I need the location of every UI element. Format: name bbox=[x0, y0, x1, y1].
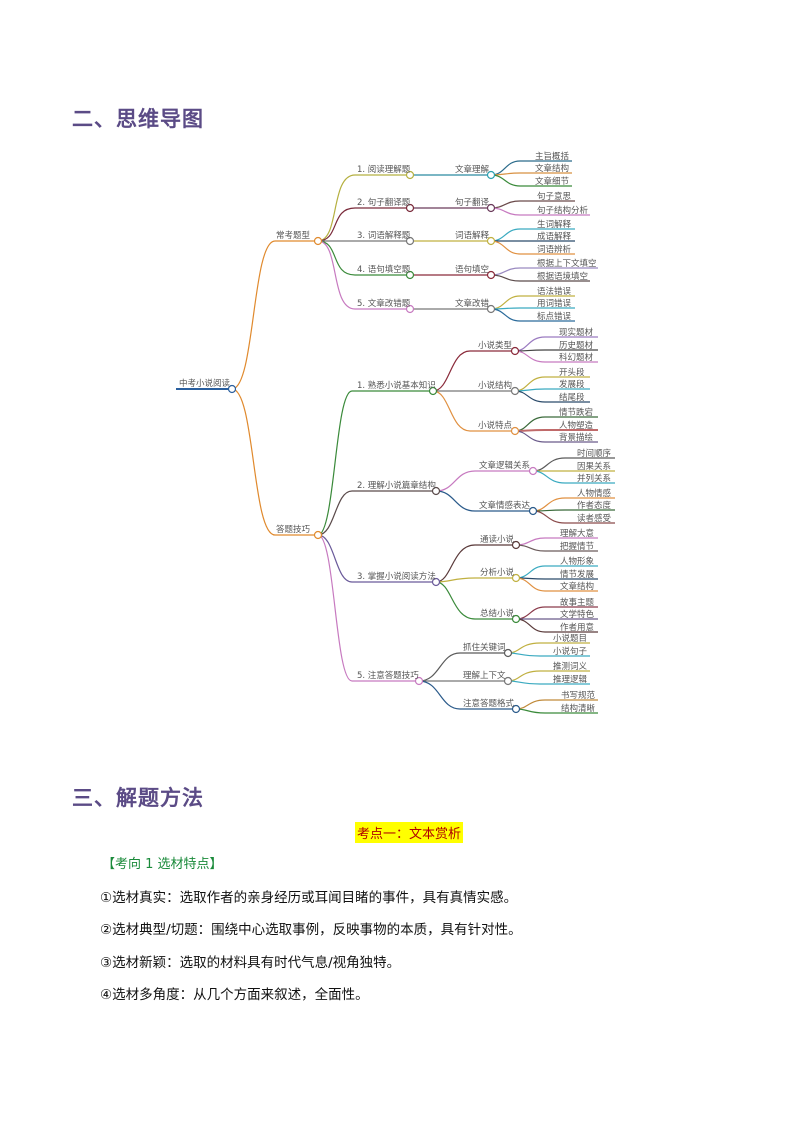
mindmap-leaf: 时间顺序 bbox=[577, 448, 612, 459]
mindmap-node: 语句填空 bbox=[455, 264, 489, 275]
mindmap-node: 小说特点 bbox=[478, 420, 513, 431]
method-item: ③选材新颖：选取的材料具有时代气息/视角独特。 bbox=[100, 955, 401, 971]
mindmap-leaf: 用词错误 bbox=[537, 298, 572, 309]
mindmap-node: 分析小说 bbox=[480, 567, 515, 578]
mindmap-leaf: 标点错误 bbox=[537, 311, 572, 322]
mindmap-node: 小说类型 bbox=[478, 340, 513, 351]
mindmap-leaf: 词语辨析 bbox=[537, 244, 572, 255]
mindmap-leaf: 作者态度 bbox=[577, 500, 612, 511]
mindmap-leaf: 因果关系 bbox=[577, 461, 611, 472]
mindmap-node: 1. 熟悉小说基本知识 bbox=[357, 380, 436, 391]
mindmap-leaf: 语法错误 bbox=[537, 286, 572, 297]
mindmap-node: 5. 文章改错题 bbox=[357, 298, 411, 309]
mindmap-leaf: 人物塑造 bbox=[559, 420, 594, 431]
mindmap-leaf: 书写规范 bbox=[561, 690, 596, 701]
mindmap-leaf: 开头段 bbox=[559, 367, 585, 378]
section-title-methods: 三、解题方法 bbox=[72, 786, 204, 810]
mindmap-leaf: 故事主题 bbox=[560, 597, 595, 608]
mindmap-leaf: 作者用意 bbox=[560, 622, 594, 633]
mindmap-leaf: 文章结构 bbox=[560, 581, 594, 592]
mindmap-node: 通读小说 bbox=[480, 534, 515, 545]
mindmap-leaf: 背景描绘 bbox=[559, 432, 594, 443]
method-item: ①选材真实：选取作者的亲身经历或耳闻目睹的事件，具有真情实感。 bbox=[100, 890, 518, 906]
mindmap-leaf: 文章结构 bbox=[535, 163, 569, 174]
mindmap-leaf: 结尾段 bbox=[559, 392, 585, 403]
mindmap-node: 词语解释 bbox=[455, 230, 490, 241]
mindmap-node: 文章情感表达 bbox=[479, 500, 531, 511]
mindmap-node: 抓住关键词 bbox=[463, 642, 506, 653]
method-item: ②选材典型/切题：围绕中心选取事例，反映事物的本质，具有针对性。 bbox=[100, 922, 522, 938]
mindmap-node: 文章理解 bbox=[455, 164, 490, 175]
mindmap-node: 2. 理解小说篇章结构 bbox=[357, 480, 436, 491]
mindmap-leaf: 根据语境填空 bbox=[537, 271, 588, 282]
mindmap-leaf: 主旨概括 bbox=[535, 151, 570, 162]
mindmap-leaf: 文学特色 bbox=[560, 609, 595, 620]
mindmap-leaf: 历史题材 bbox=[559, 340, 594, 351]
mindmap-node: 句子翻译 bbox=[455, 197, 490, 208]
mindmap-node: 文章逻辑关系 bbox=[479, 460, 530, 471]
mindmap-leaf: 句子结构分析 bbox=[537, 205, 589, 216]
mindmap-node: 3. 掌握小说阅读方法 bbox=[357, 571, 436, 582]
mindmap-node: 总结小说 bbox=[480, 608, 515, 619]
mindmap-leaf: 读者感受 bbox=[577, 513, 612, 524]
mindmap-leaf: 成语解释 bbox=[537, 231, 572, 242]
method-item: ④选材多角度：从几个方面来叙述，全面性。 bbox=[100, 987, 369, 1003]
kaodian-highlight: 考点一：文本赏析 bbox=[355, 822, 464, 843]
section-title-mindmap: 二、思维导图 bbox=[72, 107, 204, 131]
mindmap-node: 文章改错 bbox=[455, 298, 490, 309]
mindmap-branch-label: 答题技巧 bbox=[276, 524, 311, 535]
mindmap-leaf: 推理逻辑 bbox=[553, 674, 588, 685]
mindmap-node: 注意答题格式 bbox=[463, 698, 515, 709]
mindmap-leaf: 文章细节 bbox=[535, 176, 570, 187]
mindmap-leaf: 把握情节 bbox=[560, 541, 595, 552]
mindmap-leaf: 小说句子 bbox=[553, 646, 588, 657]
mind-map: 中考小说阅读 常考题型 答题技巧 1. 阅读理解题 2. 句子翻译题 3. 词语… bbox=[176, 151, 615, 714]
mindmap-node: 5. 注意答题技巧 bbox=[357, 670, 419, 681]
mindmap-leaf: 理解大意 bbox=[560, 528, 594, 539]
mindmap-leaf: 发展段 bbox=[559, 379, 585, 390]
mindmap-node: 4. 语句填空题 bbox=[357, 264, 411, 275]
mindmap-leaf: 根据上下文填空 bbox=[537, 258, 597, 269]
mindmap-leaf: 小说题目 bbox=[553, 633, 587, 644]
mindmap-node: 理解上下文 bbox=[463, 670, 506, 681]
mindmap-leaf: 科幻题材 bbox=[559, 352, 594, 363]
mindmap-leaf: 人物情感 bbox=[577, 488, 612, 499]
mindmap-leaf: 情节跌宕 bbox=[559, 407, 593, 418]
mindmap-leaf: 现实题材 bbox=[559, 327, 594, 338]
mindmap-leaf: 并列关系 bbox=[577, 473, 611, 484]
mindmap-leaf: 句子意思 bbox=[537, 191, 572, 202]
mindmap-leaf: 结构清晰 bbox=[561, 703, 596, 714]
mindmap-root: 中考小说阅读 bbox=[179, 378, 231, 389]
mindmap-node: 3. 词语解释题 bbox=[357, 230, 411, 241]
mindmap-leaf: 推测词义 bbox=[553, 661, 588, 672]
mindmap-node: 小说结构 bbox=[478, 380, 512, 391]
mindmap-leaf: 人物形象 bbox=[560, 556, 595, 567]
kaoxiang-heading: 【考向 1 选材特点】 bbox=[102, 857, 223, 872]
mindmap-node: 2. 句子翻译题 bbox=[357, 197, 411, 208]
mindmap-branch-label: 常考题型 bbox=[276, 230, 311, 241]
mindmap-leaf: 情节发展 bbox=[560, 569, 595, 580]
mindmap-node: 1. 阅读理解题 bbox=[357, 164, 411, 175]
mindmap-leaf: 生词解释 bbox=[537, 219, 572, 230]
